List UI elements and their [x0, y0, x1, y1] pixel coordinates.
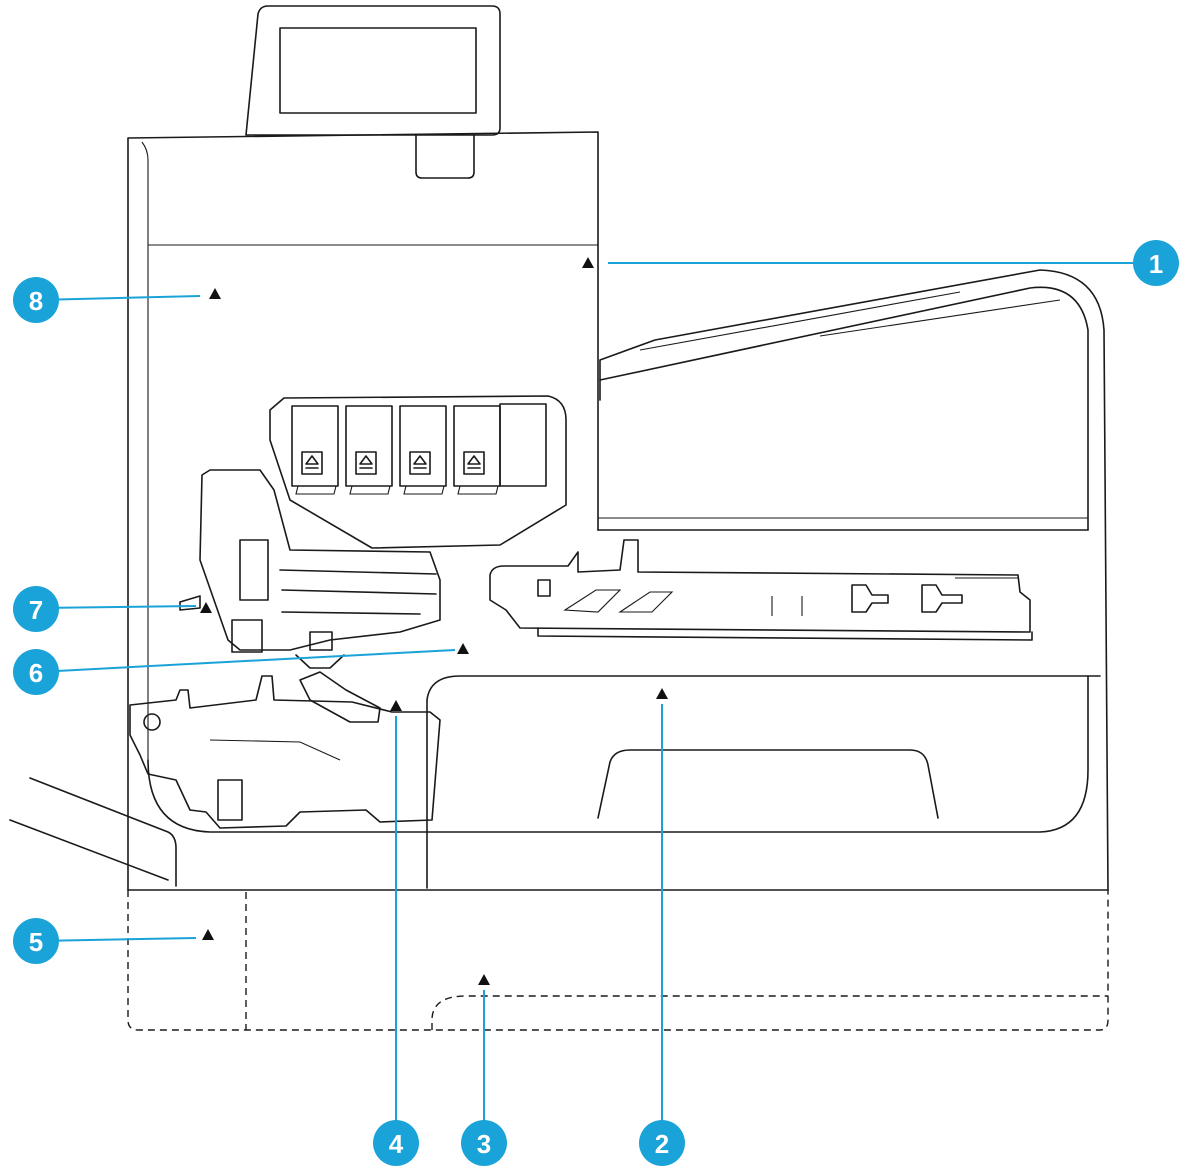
- ink-cartridge-3: [399, 405, 447, 495]
- jam-marker-6: [457, 643, 469, 654]
- callout-label: 1: [1149, 249, 1163, 279]
- jam-marker-3: [478, 974, 490, 985]
- jam-marker-7: [200, 602, 212, 613]
- leader-line-5: [37, 937, 197, 942]
- left-door: [9, 777, 177, 887]
- jam-marker-5: [202, 929, 214, 940]
- callout-label: 7: [29, 595, 43, 625]
- callout-8: 8: [13, 277, 59, 323]
- leader-line-6: [37, 649, 456, 673]
- callout-5: 5: [13, 918, 59, 964]
- ink-cartridge-4: [453, 405, 501, 495]
- callout-6: 6: [13, 649, 59, 695]
- lower-cavity: [147, 675, 1101, 889]
- callout-3: 3: [461, 1120, 507, 1166]
- jam-marker-4: [390, 700, 402, 711]
- carriage-rail: [489, 539, 1033, 641]
- printhead-mechanism: [179, 469, 441, 669]
- callout-label: 8: [29, 286, 43, 316]
- callout-2: 2: [639, 1120, 685, 1166]
- callout-label: 6: [29, 658, 43, 688]
- jam-marker-8: [209, 288, 221, 299]
- ink-cartridge-2: [345, 405, 393, 495]
- jam-markers: [200, 257, 668, 985]
- ink-cartridge-carriage: [269, 395, 567, 549]
- duplex-module: [129, 671, 441, 829]
- callout-label: 4: [389, 1129, 404, 1159]
- leader-line-7: [37, 605, 197, 609]
- callout-1: 1: [1133, 240, 1179, 286]
- callout-label: 2: [655, 1129, 669, 1159]
- jam-marker-1: [582, 257, 594, 268]
- leader-line-8: [37, 295, 201, 301]
- ink-cartridge-1: [291, 405, 339, 495]
- control-panel: [245, 5, 501, 179]
- callout-7: 7: [13, 586, 59, 632]
- printer-body: [127, 131, 1109, 891]
- callout-4: 4: [373, 1120, 419, 1166]
- callout-label: 3: [477, 1129, 491, 1159]
- leader-lines: [37, 262, 1140, 1143]
- callout-label: 5: [29, 927, 43, 957]
- accessory-tray: [127, 890, 1109, 1031]
- jam-marker-2: [656, 688, 668, 699]
